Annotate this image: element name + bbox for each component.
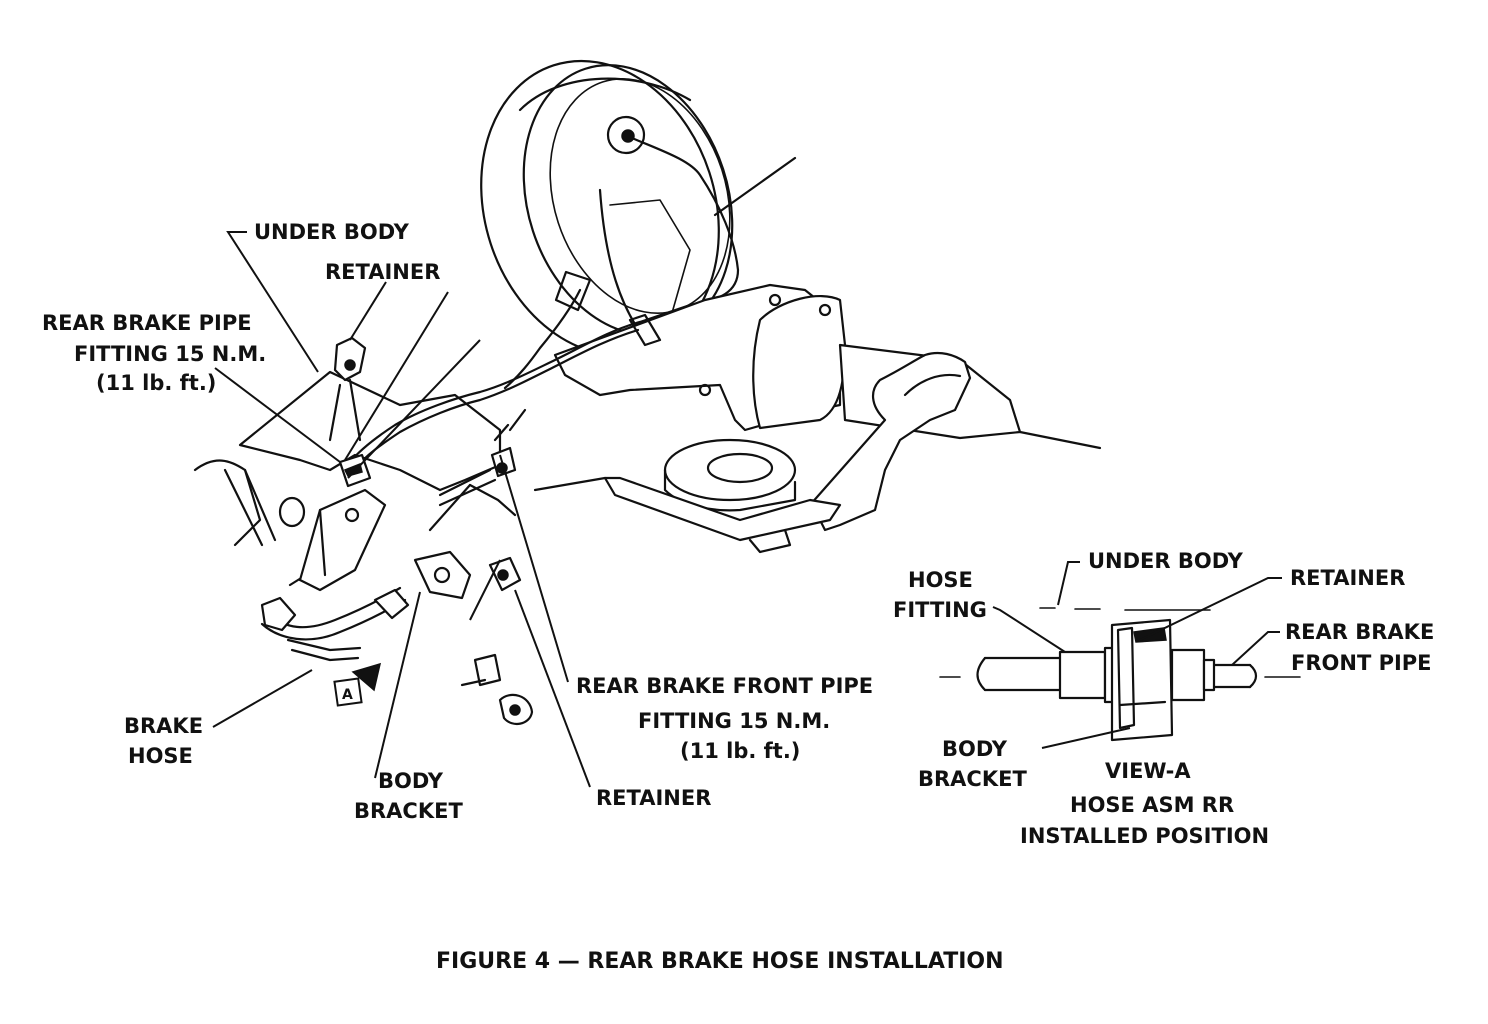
view-a-title-2: HOSE ASM RR [1070,793,1234,817]
axle-shaft [713,156,797,217]
view-a-body-bracket-label-2: BRACKET [918,767,1027,791]
body-bracket [413,468,517,600]
view-a-hose-fitting-label-2: FITTING [893,598,987,622]
view-a-detail [939,561,1301,749]
axle-housing [553,283,1102,554]
brake-drum [480,59,734,357]
view-a-retainer-label: RETAINER [1290,566,1405,590]
under-body-frame [193,370,502,592]
view-a-front-pipe-label-2: FRONT PIPE [1291,651,1432,675]
rear-pipe-label-1: REAR BRAKE PIPE [42,311,252,335]
view-a-body-bracket-label-1: BODY [942,737,1008,761]
labels: UNDER BODY RETAINER REAR BRAKE PIPE FITT… [42,220,1434,974]
retainer-top-label: RETAINER [325,260,440,284]
main-illustration: A [193,59,1102,788]
body-bracket-label-2: BRACKET [354,799,463,823]
front-pipe-label-1: REAR BRAKE FRONT PIPE [576,674,873,698]
rear-pipe-label-3: (11 lb. ft.) [96,371,216,395]
rear-pipe-label-2: FITTING 15 N.M. [74,342,266,366]
brake-hose-label-1: BRAKE [124,714,203,738]
figure-caption: FIGURE 4 — REAR BRAKE HOSE INSTALLATION [436,949,1004,974]
view-a-front-pipe-label-1: REAR BRAKE [1285,620,1434,644]
brake-hose [260,586,410,662]
view-a-marker-text: A [342,687,353,703]
leader-lines [212,231,591,788]
rear-brake-pipe [348,320,642,464]
view-a-title-1: VIEW-A [1105,759,1191,783]
under-body-label: UNDER BODY [254,220,410,244]
body-bracket-label-1: BODY [378,769,444,793]
view-a-hose-fitting-label-1: HOSE [908,568,973,592]
front-pipe-label-3: (11 lb. ft.) [680,739,800,763]
view-a-marker: A [333,662,382,707]
retainer-bottom-label: RETAINER [596,786,711,810]
view-a-under-body-label: UNDER BODY [1088,549,1244,573]
front-pipe-label-2: FITTING 15 N.M. [638,709,830,733]
brake-hose-label-2: HOSE [128,744,193,768]
view-a-title-3: INSTALLED POSITION [1020,824,1269,848]
